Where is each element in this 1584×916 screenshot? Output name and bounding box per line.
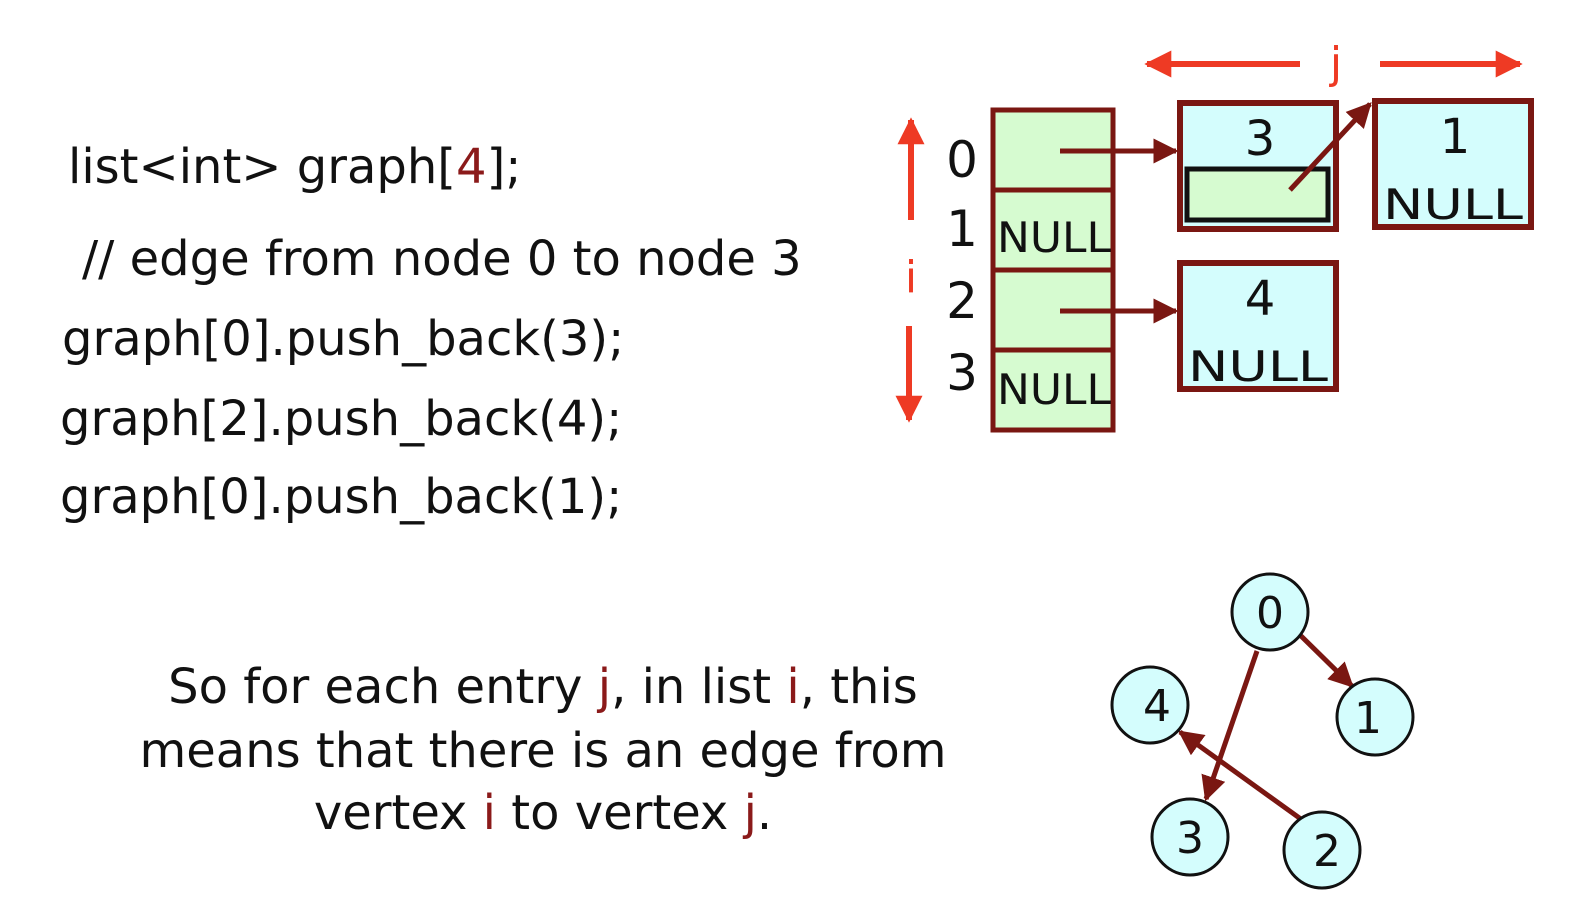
i-label: i: [905, 252, 917, 303]
code-declaration: list<int> graph[4];: [68, 139, 521, 195]
code-line: graph[0].push_back(1);: [60, 469, 622, 525]
array-cell: [990, 347, 1116, 433]
pointer-arrow: [1288, 102, 1372, 192]
next-pointer-cell: [1184, 166, 1331, 223]
array-cell-null: NULL: [997, 365, 1112, 414]
index-label: 1: [946, 200, 978, 258]
code-line: graph[2].push_back(4);: [60, 391, 622, 447]
graph-node: [1110, 665, 1190, 745]
list-node-4: [1177, 260, 1339, 392]
array-cell-null: NULL: [997, 213, 1112, 262]
graph-node: [1230, 572, 1310, 652]
explanation-line-3: vertex i to vertex j.: [314, 785, 772, 841]
graph-node-label: 3: [1176, 813, 1204, 864]
code-comment: // edge from node 0 to node 3: [82, 231, 802, 287]
list-node-null: NULL: [1188, 342, 1329, 391]
index-label: 2: [946, 272, 978, 330]
graph-edge-0-3: [1201, 650, 1260, 802]
graph-node: [1150, 797, 1230, 877]
j-label: j: [1329, 38, 1342, 89]
graph-node-label: 4: [1143, 681, 1171, 732]
graph-node: [1335, 677, 1415, 757]
explanation-line-2: means that there is an edge from: [139, 723, 946, 779]
index-label: 3: [946, 344, 978, 402]
graph-node-label: 0: [1256, 588, 1284, 639]
graph-edge-0-1: [1296, 631, 1354, 688]
list-node-null: NULL: [1383, 180, 1524, 229]
graph-node: [1282, 810, 1362, 890]
graph-edge-2-4: [1177, 729, 1307, 825]
graph-node-label: 1: [1354, 693, 1382, 744]
index-label: 0: [946, 131, 978, 189]
list-node-value: 4: [1245, 271, 1276, 327]
graph-node-label: 2: [1313, 826, 1341, 877]
code-line: graph[0].push_back(3);: [62, 311, 624, 367]
list-node-1: [1372, 98, 1534, 230]
list-node-value: 1: [1440, 109, 1471, 165]
list-node-value: 3: [1245, 111, 1276, 167]
explanation-line-1: So for each entry j, in list i, this: [168, 659, 918, 715]
